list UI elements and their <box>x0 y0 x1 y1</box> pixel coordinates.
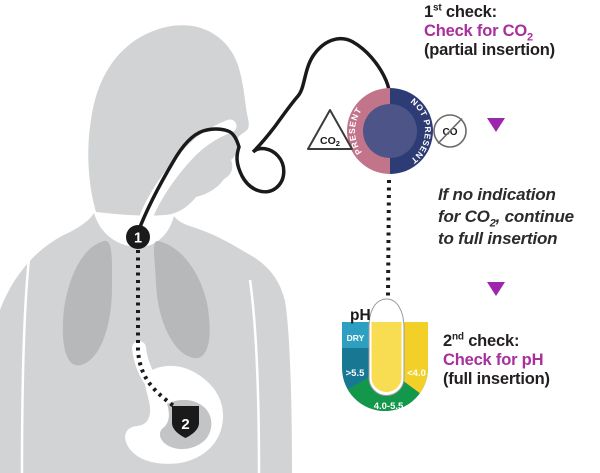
marker-1-number: 1 <box>134 231 142 247</box>
no-co2-icon: CO <box>433 114 467 148</box>
ph-tube-liquid <box>371 322 402 393</box>
svg-text:PRESENT: PRESENT <box>347 105 364 156</box>
co2-gauge-center <box>363 104 417 158</box>
first-check-heading: 1st check: Check for CO2 (partial insert… <box>424 3 555 60</box>
down-triangle-icon-1 <box>487 118 505 132</box>
transition-line-3: to full insertion <box>438 229 558 248</box>
first-check-action: Check for CO2 <box>424 22 533 44</box>
ph-dry-label: DRY <box>347 333 365 343</box>
ph-sample-tube <box>368 298 405 396</box>
co2-triangle-sub: 2 <box>336 139 340 148</box>
co2-warning-triangle-icon: CO2 <box>307 109 353 150</box>
ph-mid-label: 4.0-5.5 <box>374 401 404 412</box>
second-check-title: 2nd check: <box>443 331 520 350</box>
tube-dotted-path-checks <box>386 179 391 297</box>
svg-text:CO2: CO2 <box>320 135 340 148</box>
transition-line-1: If no indication <box>438 185 556 204</box>
second-check-action: Check for pH <box>443 351 544 369</box>
ph-dry-segment <box>342 322 369 348</box>
head-silhouette <box>88 25 249 216</box>
down-triangle-icon-2 <box>487 282 505 296</box>
left-arm-divider <box>20 241 33 473</box>
ng-tube-path <box>136 36 391 234</box>
transition-line-2: for CO2, continue <box>438 207 574 230</box>
co2-triangle-text: CO <box>320 135 336 147</box>
first-check-title: 1st check: <box>424 2 497 21</box>
tube-dotted-path-body <box>136 250 181 412</box>
ph-gauge: pH DRY >5.5 <4.0 4.0-5.5 <box>342 298 429 412</box>
marker-2-number: 2 <box>181 416 189 433</box>
left-lung <box>62 240 113 366</box>
co2-gauge: PRESENT NOT PRESENT CO2 CO <box>307 88 467 174</box>
right-arm-divider <box>248 279 261 473</box>
ph-low-label: <4.0 <box>407 368 426 379</box>
ph-high-label: >5.5 <box>346 368 365 379</box>
transition-note: If no indication for CO2, continue to fu… <box>438 184 574 250</box>
co2-present-label: PRESENT <box>347 105 363 156</box>
no-co2-text: CO <box>443 127 458 138</box>
second-check-detail: (full insertion) <box>443 370 550 388</box>
tube-marker-2: 2 <box>172 406 199 438</box>
ph-title: pH <box>350 307 371 324</box>
right-lung <box>153 240 210 359</box>
first-check-detail: (partial insertion) <box>424 41 555 59</box>
tube-marker-1: 1 <box>126 225 150 249</box>
second-check-heading: 2nd check: Check for pH (full insertion) <box>443 332 550 389</box>
